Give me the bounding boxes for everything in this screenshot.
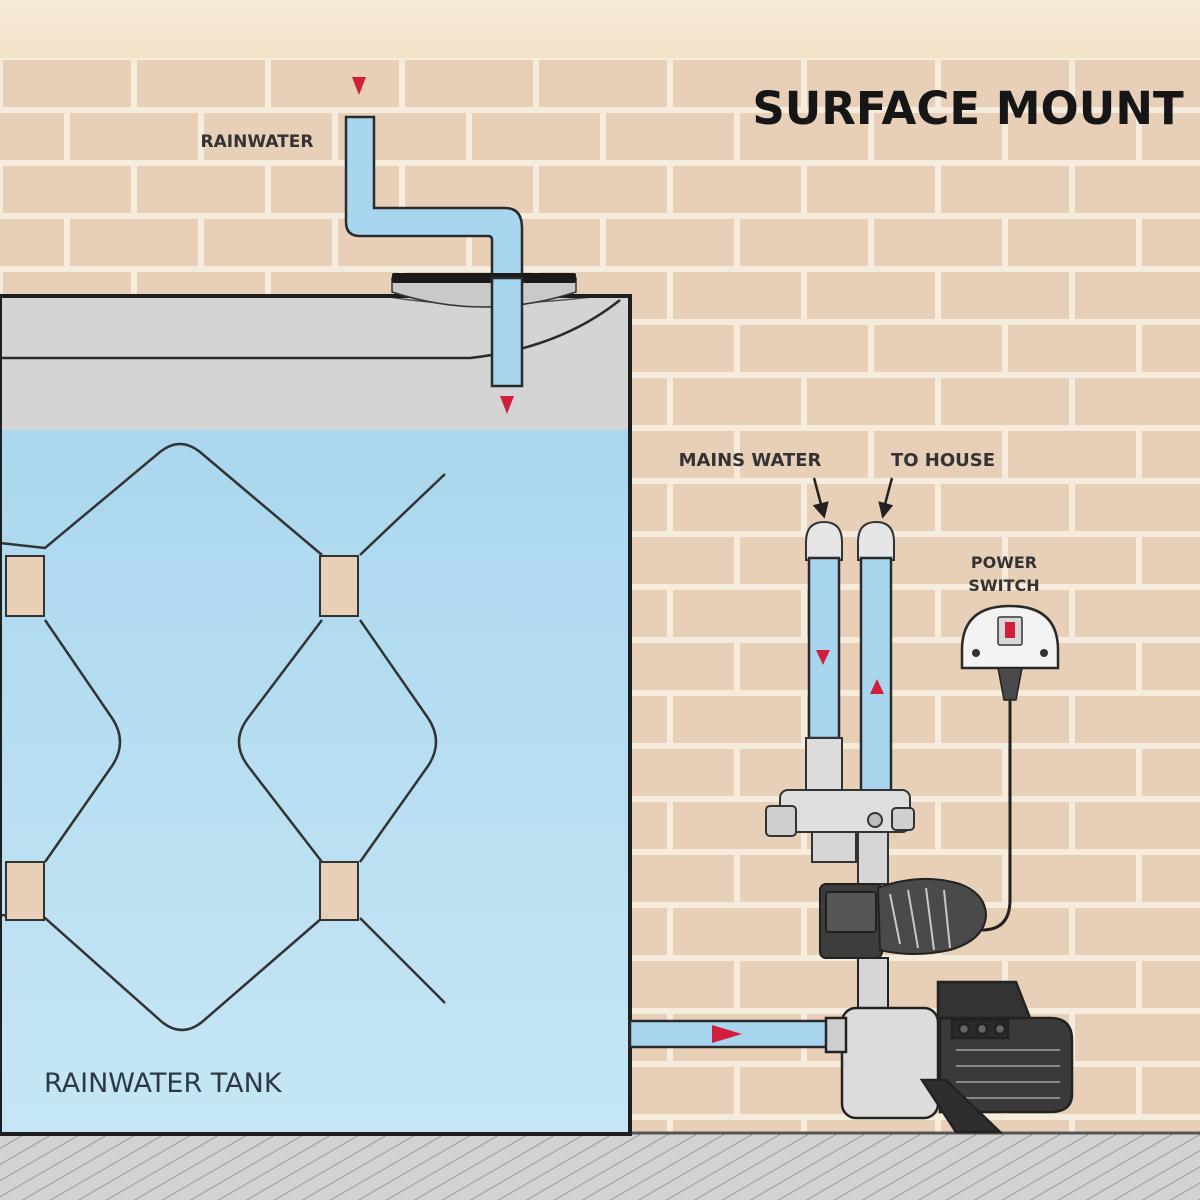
tank-cable-brackets [5, 555, 359, 921]
tank-cable-mesh [0, 442, 446, 1032]
rainwater-inlet-pipe [344, 115, 524, 280]
tank-lid [391, 277, 577, 308]
mains-flow-arrow-icon [816, 650, 830, 665]
power-switch-icon[interactable] [960, 604, 1060, 701]
tank-lid-rim [392, 273, 576, 283]
to-house-label: TO HOUSE [891, 450, 995, 471]
inlet-downpipe [490, 276, 524, 388]
power-switch-label-line1: POWER [971, 553, 1037, 572]
tank-air-gap [0, 296, 630, 430]
tank-outline [0, 294, 632, 1136]
downpipe-flow-arrow-icon [500, 396, 514, 414]
rainwater-tank [0, 294, 632, 1136]
rainwater-inlet-label: RAINWATER [201, 132, 314, 152]
changeover-valve [765, 789, 915, 885]
tank-water [0, 430, 630, 1132]
sky-band [0, 0, 1200, 58]
pressure-controller [819, 877, 988, 1009]
ground [0, 1132, 1200, 1200]
mains-water-pipe [805, 520, 843, 791]
outlet-flow-arrow-icon [712, 1025, 742, 1043]
tank-label: RAINWATER TANK [44, 1068, 283, 1099]
to-house-pipe [857, 520, 895, 800]
house-flow-arrow-icon [870, 679, 884, 694]
page-title: SURFACE MOUNT [752, 82, 1184, 135]
inlet-flow-arrow-icon [352, 77, 366, 95]
mains-water-label: MAINS WATER [679, 450, 822, 471]
power-switch-label-line2: SWITCH [968, 576, 1039, 595]
power-cable [981, 700, 1012, 932]
surface-pump-icon [824, 980, 1074, 1134]
